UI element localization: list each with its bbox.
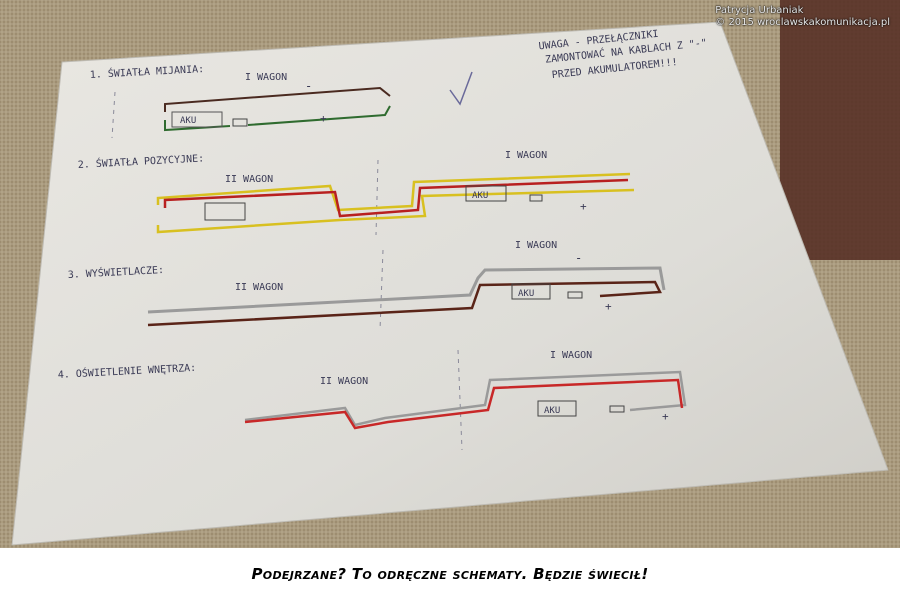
s4-wagon-label-1: I WAGON [550, 350, 592, 361]
photo: UWAGA - PRZEŁĄCZNIKI ZAMONTOWAĆ NA KABLA… [0, 0, 900, 548]
diagram-3 [147, 266, 666, 327]
separator-3 [379, 249, 384, 331]
diagram-4 [244, 370, 687, 430]
plus-3: + [605, 300, 612, 313]
diagram-1 [164, 86, 391, 132]
plus-4: + [662, 410, 669, 423]
watermark: Patrycja Urbaniak © 2015 wroclawskakomun… [715, 5, 890, 29]
caption-bar: Podejrzane? To odręczne schematy. Będzie… [0, 548, 900, 600]
aku-label-3: AKU [518, 289, 534, 299]
s3-wagon-label-1: I WAGON [515, 240, 557, 251]
separator-4 [457, 349, 463, 451]
separator-1 [111, 91, 116, 139]
dark-corner [780, 0, 900, 260]
s3-wagon-label-2: II WAGON [235, 282, 283, 293]
checkmark [449, 71, 473, 106]
paper-sheet [11, 21, 889, 546]
photo-scene: UWAGA - PRZEŁĄCZNIKI ZAMONTOWAĆ NA KABLA… [0, 0, 900, 548]
aku-label-1: AKU [180, 116, 196, 126]
s1-wagon-label: I WAGON [245, 72, 287, 83]
minus-1: - [305, 79, 312, 93]
aku-label-4: AKU [544, 406, 560, 416]
watermark-copyright: © 2015 wroclawskakomunikacja.pl [715, 17, 890, 28]
diagram-2 [156, 172, 635, 234]
caption: Podejrzane? To odręczne schematy. Będzie… [251, 565, 649, 583]
aku-label-2: AKU [472, 191, 488, 201]
watermark-author: Patrycja Urbaniak [715, 5, 804, 16]
s4-wagon-label-2: II WAGON [320, 376, 368, 387]
s2-wagon-label-2: II WAGON [225, 174, 273, 185]
separator-2 [375, 159, 379, 236]
plus-1: + [320, 112, 327, 125]
plus-2: + [580, 200, 587, 213]
minus-3: - [575, 251, 582, 265]
s2-wagon-label-1: I WAGON [505, 150, 547, 161]
